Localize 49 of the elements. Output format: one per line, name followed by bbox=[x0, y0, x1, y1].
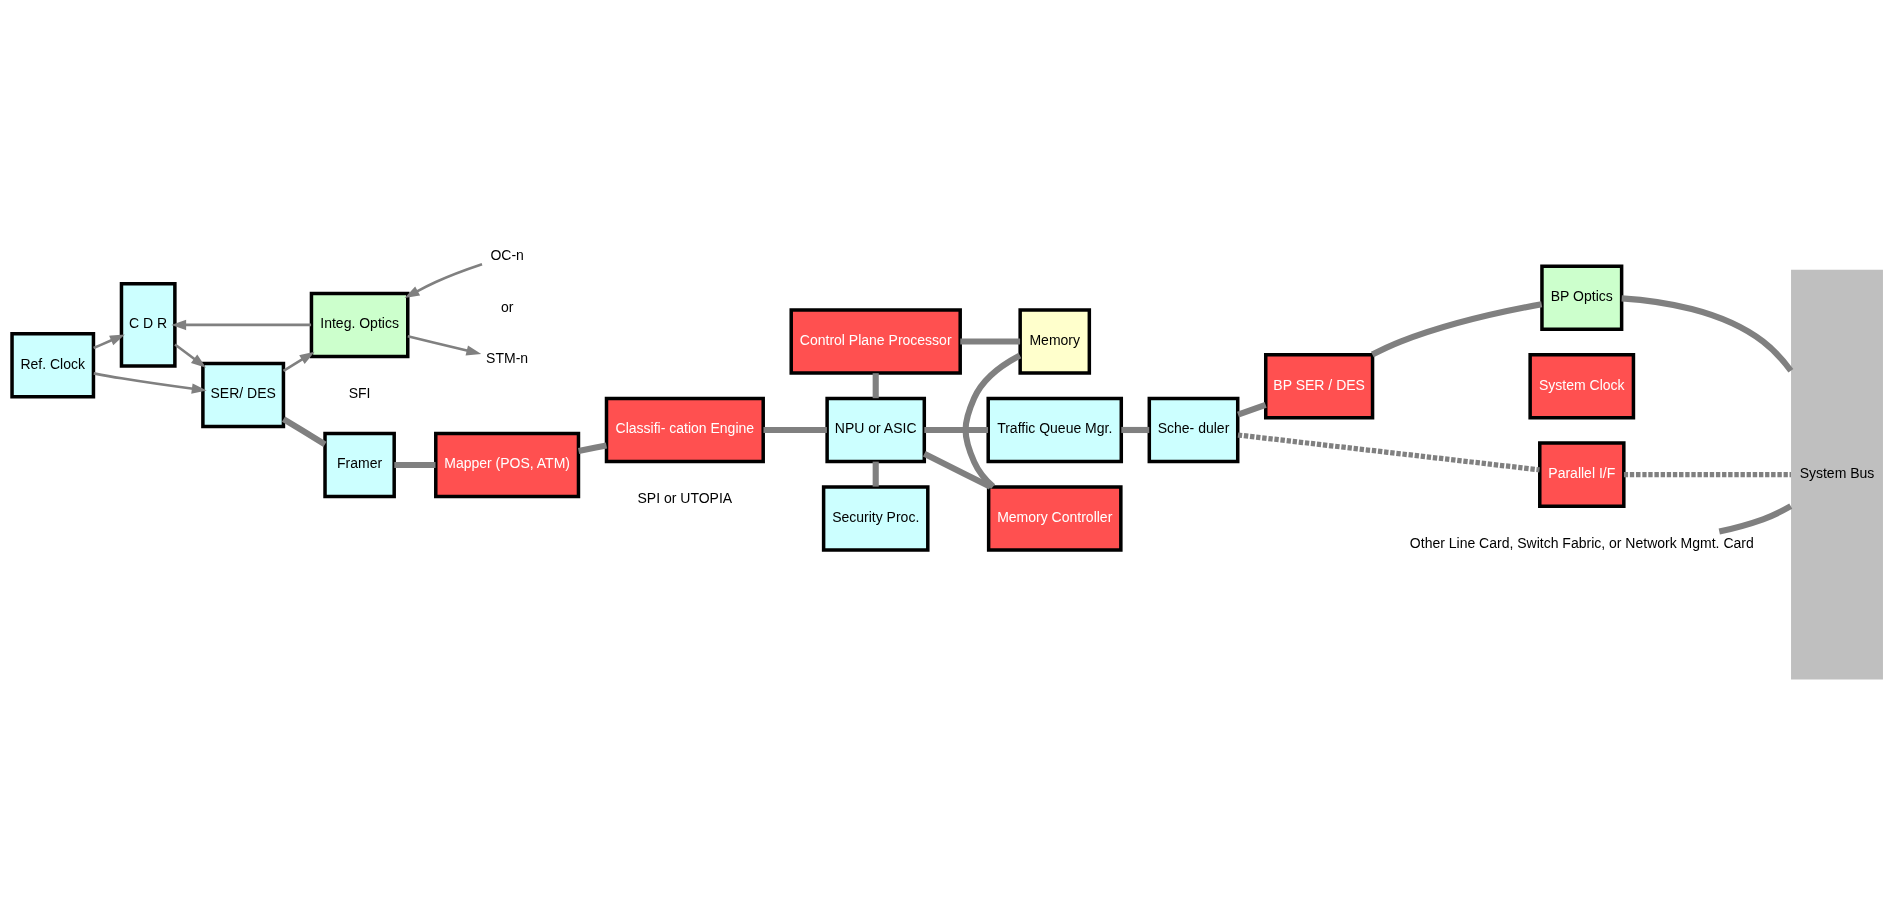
connector bbox=[394, 461, 436, 469]
node-box: Security Proc. bbox=[821, 485, 930, 552]
connector bbox=[577, 442, 608, 454]
connector bbox=[872, 373, 879, 399]
connector bbox=[763, 426, 827, 434]
node-box: Sche- duler bbox=[1147, 396, 1240, 464]
node-box: BP SER / DES bbox=[1264, 352, 1375, 420]
connector bbox=[922, 451, 992, 490]
node-box: System Bus bbox=[1791, 269, 1883, 680]
arrow bbox=[404, 262, 483, 299]
node-box: Mapper (POS, ATM) bbox=[434, 431, 581, 499]
node-box: Traffic Queue Mgr. bbox=[986, 396, 1124, 464]
arrow bbox=[407, 335, 482, 356]
connector bbox=[281, 416, 327, 447]
node-text: Other Line Card, Switch Fabric, or Network Mgmt. Card bbox=[1409, 535, 1754, 551]
connector bbox=[1237, 401, 1267, 418]
label: SPI or UTOPIA bbox=[637, 490, 733, 507]
node-box: Framer bbox=[323, 431, 396, 499]
label: or bbox=[500, 298, 514, 315]
node-box: Classifi- cation Engine bbox=[604, 396, 765, 464]
node-box: Control Plane Processor bbox=[789, 308, 962, 375]
arrow bbox=[282, 351, 315, 372]
connector bbox=[1718, 503, 1793, 535]
node-box: Integ. Optics bbox=[309, 291, 410, 359]
node-box: C D R bbox=[119, 282, 177, 368]
node-box: NPU or ASIC bbox=[825, 396, 927, 464]
connector bbox=[960, 338, 1021, 345]
arrow bbox=[174, 343, 207, 368]
node-text: STM-n bbox=[486, 350, 529, 367]
node-box: BP Optics bbox=[1540, 264, 1624, 332]
node-box: Memory Controller bbox=[986, 485, 1123, 552]
connector bbox=[924, 426, 989, 434]
connector bbox=[962, 352, 1022, 489]
connector bbox=[872, 461, 879, 487]
node-box: SER/ DES bbox=[201, 361, 286, 429]
connector bbox=[1621, 295, 1794, 373]
node-box: Parallel I/F bbox=[1538, 441, 1626, 508]
arrow bbox=[93, 372, 207, 394]
arrow bbox=[93, 334, 125, 350]
arrow bbox=[171, 319, 312, 331]
node-box: Ref. Clock bbox=[10, 331, 96, 399]
connector bbox=[1623, 472, 1791, 478]
node-text: OC-n bbox=[490, 246, 524, 263]
connector bbox=[1370, 301, 1543, 358]
connector bbox=[1237, 432, 1540, 473]
node-box: System Clock bbox=[1528, 352, 1636, 420]
label: SFI bbox=[348, 385, 371, 402]
node-box: Memory bbox=[1018, 308, 1092, 375]
connector bbox=[1121, 426, 1150, 434]
